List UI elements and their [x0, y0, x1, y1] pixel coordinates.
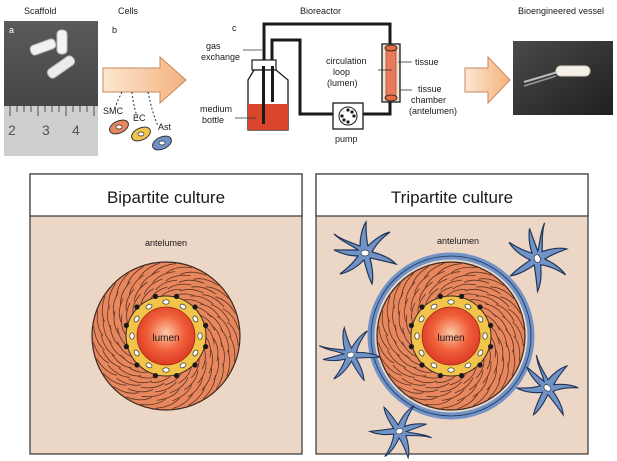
ast-label: Ast	[158, 122, 172, 132]
lumen	[421, 306, 481, 366]
pump-icon	[332, 102, 364, 130]
gas-label: gas	[206, 41, 221, 51]
smc-label: SMC	[103, 106, 124, 116]
ruler-label-3: 3	[42, 122, 50, 138]
smc-weave	[377, 262, 525, 410]
bioreactor-panel-letter: c	[232, 23, 237, 33]
chamber-label-1: tissue	[418, 84, 442, 94]
bipartite-antelumen-label: antelumen	[145, 238, 187, 248]
ec-cell-icon	[131, 126, 151, 142]
tissue-label: tissue	[415, 57, 439, 67]
ast-cell-icon	[152, 135, 172, 151]
scaffold-heading: Scaffold	[24, 6, 56, 16]
circulation-label-1: circulation	[326, 56, 367, 66]
ruler-label-2: 2	[8, 122, 16, 138]
bottle-label: bottle	[202, 115, 224, 125]
cells-heading: Cells	[118, 6, 139, 16]
smc-cell-icon	[109, 119, 129, 135]
chamber-label-2: chamber	[411, 95, 446, 105]
vessel-photo	[513, 41, 613, 115]
bipartite-lumen-label: lumen	[152, 333, 179, 344]
astrocyte	[508, 222, 569, 294]
ec-cells	[408, 293, 494, 379]
bioreactor-heading: Bioreactor	[300, 6, 341, 16]
scaffold-panel-letter: a	[9, 25, 14, 35]
medium-label: medium	[200, 104, 232, 114]
astrocyte-layer	[318, 220, 579, 460]
ec-label: EC	[133, 113, 146, 123]
astrocyte	[333, 220, 398, 286]
cell-leader-lines	[113, 91, 159, 127]
tripartite-title: Tripartite culture	[391, 188, 513, 207]
medium-bottle	[247, 59, 289, 131]
arrow-scaffold-to-bioreactor	[102, 55, 187, 105]
lumen	[136, 306, 196, 366]
ec-cells	[123, 293, 209, 379]
tripartite-vessel-cross-section	[376, 261, 526, 411]
tripartite-lumen-label: lumen	[437, 333, 464, 344]
bipartite-title: Bipartite culture	[107, 188, 225, 207]
chamber-label-3: (antelumen)	[409, 106, 457, 116]
ruler-label-4: 4	[72, 122, 80, 138]
pump-label: pump	[335, 134, 358, 144]
scaffold-tubes	[29, 29, 76, 79]
vessel-heading: Bioengineered vessel	[518, 6, 604, 16]
circulation-label-3: (lumen)	[327, 78, 358, 88]
cells-panel-letter: b	[112, 25, 117, 35]
exchange-label: exchange	[201, 52, 240, 62]
bipartite-vessel-cross-section	[91, 261, 241, 411]
circulation-tubing	[262, 22, 392, 116]
tissue-chamber	[381, 43, 401, 103]
astrocyte	[367, 405, 432, 460]
scaffold-photo	[4, 21, 98, 156]
arrow-bioreactor-to-vessel	[464, 55, 511, 105]
circulation-label-2: loop	[333, 67, 350, 77]
astrocyte	[516, 354, 579, 417]
tripartite-antelumen-label: antelumen	[437, 236, 479, 246]
